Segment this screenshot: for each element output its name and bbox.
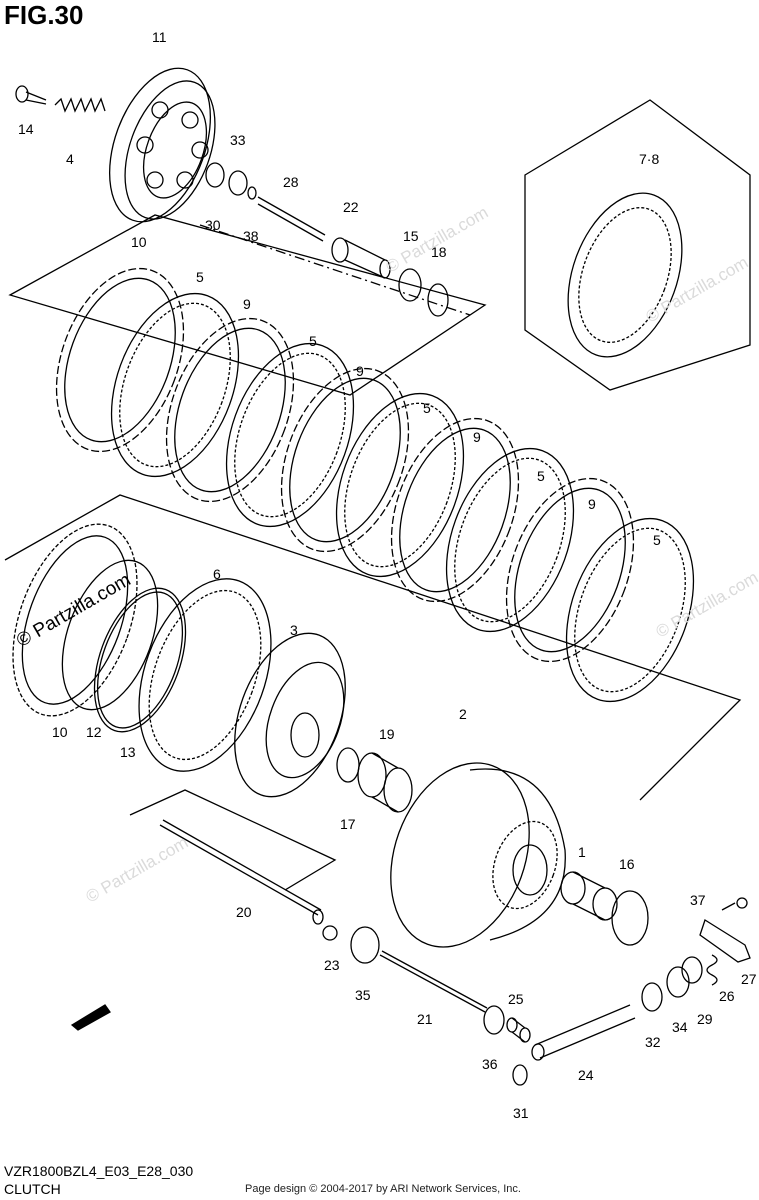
- callout-10-lower[interactable]: 10: [52, 724, 68, 740]
- washer-17: [336, 747, 360, 783]
- callout-18[interactable]: 18: [431, 244, 447, 260]
- diagram-code: VZR1800BZL4_E03_E28_030: [4, 1163, 194, 1179]
- callout-6[interactable]: 6: [213, 566, 221, 582]
- bearing-31: [512, 1064, 528, 1086]
- callout-26[interactable]: 26: [719, 988, 735, 1004]
- callout-36[interactable]: 36: [482, 1056, 498, 1072]
- pressure-plate-11: [108, 67, 216, 223]
- clutch-hub-3: [234, 632, 346, 798]
- callout-11[interactable]: 11: [152, 29, 167, 45]
- piece-25: [506, 1017, 531, 1043]
- seal-36: [483, 1005, 505, 1035]
- callout-4[interactable]: 4: [66, 151, 74, 167]
- callout-12[interactable]: 12: [86, 724, 102, 740]
- callout-5-c[interactable]: 5: [423, 400, 431, 416]
- seal-34: [666, 966, 690, 998]
- bearing-32: [641, 982, 663, 1012]
- callout-9-c[interactable]: 9: [473, 429, 481, 445]
- push-rod-20: [159, 819, 324, 925]
- seal-34-ring: [681, 956, 703, 984]
- callout-15[interactable]: 15: [403, 228, 419, 244]
- plate-stack-box-upper: [8, 214, 487, 396]
- washer-30: [205, 162, 225, 188]
- callout-35[interactable]: 35: [355, 987, 371, 1003]
- spacer-1: [560, 871, 618, 921]
- arrow-fwd: [70, 1004, 111, 1031]
- figure-title: FIG.30: [4, 0, 84, 30]
- shaft-24: [531, 1004, 636, 1061]
- callout-9-a[interactable]: 9: [243, 296, 251, 312]
- center-line: [199, 224, 471, 316]
- spring-4: [54, 97, 106, 113]
- clutch-plates-upper: [55, 267, 695, 703]
- ball-23: [322, 925, 338, 941]
- clutch-plates-lower: [12, 523, 272, 772]
- callout-28[interactable]: 28: [283, 174, 299, 190]
- callout-7-8[interactable]: 7·8: [639, 151, 660, 167]
- push-rod-28: [257, 196, 326, 242]
- rod-21: [379, 950, 488, 1013]
- callout-9-d[interactable]: 9: [588, 496, 596, 512]
- callout-29[interactable]: 29: [697, 1011, 713, 1027]
- needle-bearing-19: [357, 752, 413, 813]
- callout-20[interactable]: 20: [236, 904, 252, 920]
- callout-5-a[interactable]: 5: [196, 269, 204, 285]
- callout-30[interactable]: 30: [205, 217, 221, 233]
- lever-27: [699, 897, 751, 963]
- callout-5-d[interactable]: 5: [537, 468, 545, 484]
- callout-5-e[interactable]: 5: [653, 532, 661, 548]
- bolt-14: [15, 85, 47, 105]
- callout-38[interactable]: 38: [243, 228, 259, 244]
- push-piece-22: [331, 237, 391, 279]
- callout-13[interactable]: 13: [120, 744, 136, 760]
- washer-16: [611, 890, 649, 946]
- callout-5-b[interactable]: 5: [309, 333, 317, 349]
- callout-21[interactable]: 21: [417, 1011, 433, 1027]
- bearing-35: [350, 926, 380, 964]
- callout-27[interactable]: 27: [741, 971, 757, 987]
- callout-9-b[interactable]: 9: [356, 363, 364, 379]
- copyright-notice: Page design © 2004-2017 by ARI Network S…: [245, 1183, 521, 1195]
- callout-24[interactable]: 24: [578, 1067, 594, 1083]
- callout-1[interactable]: 1: [578, 844, 586, 860]
- callout-22[interactable]: 22: [343, 199, 359, 215]
- callout-16[interactable]: 16: [619, 856, 635, 872]
- clutch-housing-2: [390, 762, 566, 948]
- plate-7-8-box: [524, 99, 751, 391]
- callout-2[interactable]: 2: [459, 706, 467, 722]
- callout-19[interactable]: 19: [379, 726, 395, 742]
- callout-34[interactable]: 34: [672, 1019, 688, 1035]
- callout-17[interactable]: 17: [340, 816, 356, 832]
- callout-37[interactable]: 37: [690, 892, 706, 908]
- callout-10-upper[interactable]: 10: [131, 234, 147, 250]
- callout-23[interactable]: 23: [324, 957, 340, 973]
- spring-29: [706, 954, 718, 986]
- plate-7-8: [567, 192, 683, 358]
- bearing-33: [228, 170, 248, 196]
- washer-38: [247, 186, 257, 200]
- ring-18: [427, 283, 449, 317]
- plate-stack-box-lower: [4, 494, 742, 801]
- callout-3[interactable]: 3: [290, 622, 298, 638]
- callout-33[interactable]: 33: [230, 132, 246, 148]
- section-name: CLUTCH: [4, 1181, 61, 1197]
- callout-31[interactable]: 31: [513, 1105, 529, 1121]
- callout-14[interactable]: 14: [18, 121, 34, 137]
- shaft-box: [129, 789, 337, 891]
- callout-25[interactable]: 25: [508, 991, 524, 1007]
- callout-32[interactable]: 32: [645, 1034, 661, 1050]
- bearing-15: [398, 268, 422, 302]
